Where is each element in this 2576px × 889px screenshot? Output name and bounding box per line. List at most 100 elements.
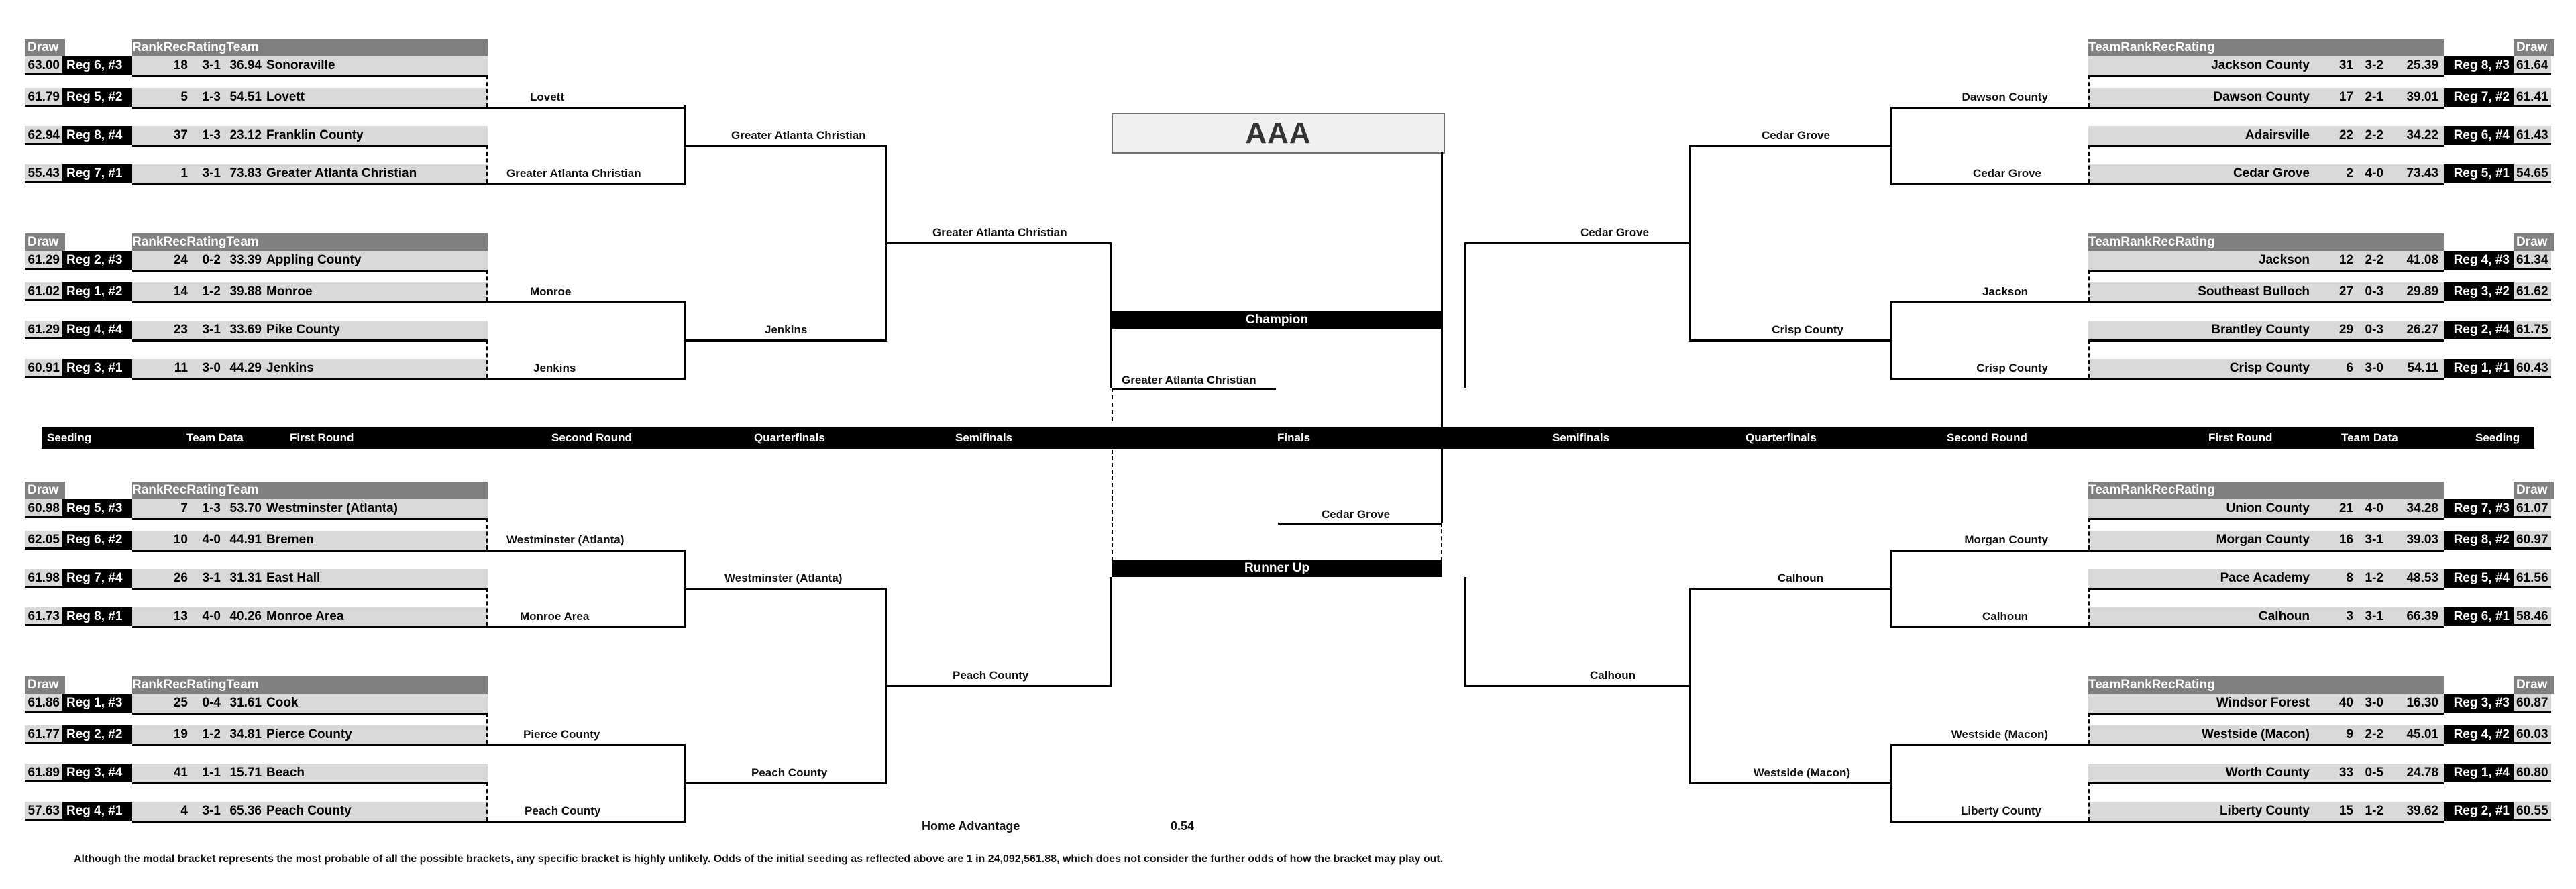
seed-region: Reg 6, #4	[2444, 126, 2514, 145]
second-round-label: Calhoun	[1778, 572, 1823, 584]
round-label-first-round-right: First Round	[2208, 431, 2273, 444]
seed-pair-connector	[2088, 782, 2090, 821]
seed-draw: 61.41	[2514, 88, 2551, 107]
seed-draw: 61.75	[2514, 321, 2551, 339]
seed-region: Reg 5, #2	[62, 88, 132, 107]
second-round-label: Crisp County	[1772, 323, 1843, 336]
second-round-bar-top-left	[686, 145, 887, 147]
seed-team: Franklin County	[266, 128, 364, 142]
first-round-connector-bottom-left-a	[684, 550, 686, 626]
first-round-label: Dawson County	[1962, 91, 2048, 103]
seed-pair-connector	[2088, 518, 2090, 550]
seed-rank: 24	[173, 253, 188, 267]
seed-rank: 33	[2339, 766, 2353, 780]
seed-header-data: RankRecRatingTeam	[132, 39, 488, 56]
seed-header-team: Team	[2088, 483, 2121, 497]
first-round-label: Cedar Grove	[1972, 167, 2041, 180]
seed-region: Reg 6, #2	[62, 531, 132, 550]
seed-region: Reg 3, #3	[2444, 694, 2514, 713]
seed-header-rank: Rank	[132, 483, 164, 497]
seed-pair-connector	[486, 75, 488, 107]
seed-header-draw: Draw	[2514, 676, 2554, 694]
seed-header-data: RankRecRatingTeam	[132, 233, 488, 251]
seed-region: Reg 4, #1	[62, 802, 132, 821]
second-round-connector-right-bottom	[1689, 588, 1691, 782]
second-round-label-bottom-left-a: Westminster (Atlanta)	[724, 572, 843, 584]
seed-header-draw: Draw	[25, 233, 65, 251]
first-round-bar	[1890, 744, 2088, 746]
seed-rec: 3-1	[202, 58, 221, 72]
champion-label: Champion	[1246, 313, 1308, 327]
seed-rec: 1-3	[202, 90, 221, 104]
seed-rating: 39.62	[2406, 804, 2438, 818]
second-round-label: Cedar Grove	[1761, 129, 1830, 142]
round-label-first-round-left: First Round	[290, 431, 354, 444]
second-round-bar	[1689, 782, 1890, 784]
seed-pair-connector	[486, 518, 488, 550]
first-round-label-westminster: Westminster (Atlanta)	[506, 533, 625, 546]
seed-rank: 14	[173, 284, 188, 299]
seed-pair-connector	[486, 145, 488, 183]
quarterfinal-label-left-top: Greater Atlanta Christian	[932, 226, 1067, 239]
runner-up-connector-right	[1441, 523, 1442, 561]
seed-header-rating: Rating	[2175, 40, 2215, 54]
seed-team: Worth County	[2225, 766, 2310, 780]
seed-team: Appling County	[266, 253, 362, 267]
seed-header-rating: Rating	[186, 235, 227, 249]
round-label-second-round-left: Second Round	[551, 431, 632, 444]
second-round-connector-left-top	[885, 145, 887, 339]
seed-region: Reg 5, #3	[62, 499, 132, 518]
seed-rec: 4-0	[2365, 166, 2383, 180]
first-round-bar-pierce	[488, 744, 686, 746]
seed-team: Dawson County	[2213, 90, 2310, 104]
seed-region: Reg 3, #4	[62, 764, 132, 782]
champion-right-edge	[1441, 152, 1443, 523]
seed-rank: 6	[2346, 361, 2353, 375]
seed-rank: 37	[173, 128, 188, 142]
seed-header-data: TeamRankRecRating	[2088, 233, 2444, 251]
seed-draw: 61.29	[25, 321, 62, 339]
first-round-label: Liberty County	[1961, 804, 2041, 817]
round-label-seeding-left: Seeding	[47, 431, 92, 444]
seed-draw: 60.98	[25, 499, 62, 518]
rounds-strip: Seeding Team Data First Round Second Rou…	[42, 427, 2534, 449]
seed-team: Windsor Forest	[2216, 696, 2310, 710]
seed-rating: 23.12	[229, 128, 262, 142]
seed-rating: 29.89	[2406, 284, 2438, 299]
quarterfinal-connector-bottom-left	[1110, 577, 1112, 685]
seed-header-rank: Rank	[132, 40, 164, 54]
seed-region: Reg 1, #2	[62, 282, 132, 301]
seed-region: Reg 2, #4	[2444, 321, 2514, 339]
seed-team: Cook	[266, 696, 299, 710]
division-title-box: AAA	[1112, 113, 1445, 154]
seed-region: Reg 6, #3	[62, 56, 132, 75]
x	[684, 105, 686, 107]
quarterfinal-connector-top-right	[1464, 242, 1466, 388]
seed-rank: 29	[2339, 323, 2353, 337]
seed-draw: 62.94	[25, 126, 62, 145]
round-label-team-data-right: Team Data	[2341, 431, 2398, 444]
seed-team: Liberty County	[2219, 804, 2310, 818]
second-round-label-bottom-left-b: Peach County	[751, 766, 828, 779]
seed-rec: 1-3	[202, 501, 221, 515]
seed-team: Jenkins	[266, 361, 314, 375]
quarterfinal-connector-top-left	[1110, 242, 1112, 388]
seed-pair-connector	[2088, 713, 2090, 744]
seed-team: Beach	[266, 766, 305, 780]
second-round-bar-mid-left	[686, 339, 887, 342]
quarterfinal-bar-left-top	[887, 242, 1112, 244]
seed-rank: 26	[173, 571, 188, 585]
seed-rating: 31.31	[229, 571, 262, 585]
first-round-label-jenkins: Jenkins	[533, 362, 576, 374]
seed-header-team: Team	[2088, 40, 2121, 54]
seed-rank: 15	[2339, 804, 2353, 818]
first-round-label-peach: Peach County	[525, 804, 601, 817]
